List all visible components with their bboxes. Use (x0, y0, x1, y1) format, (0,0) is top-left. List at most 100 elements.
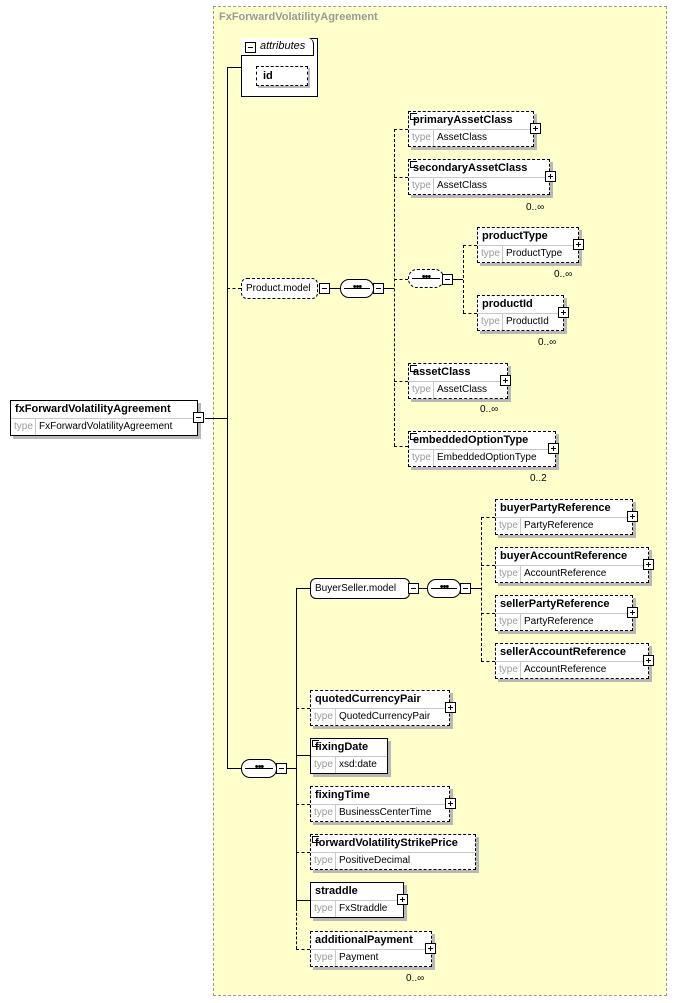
cardinality-label: 0..∞ (480, 404, 499, 415)
connector (481, 613, 495, 614)
cardinality-label: 0..∞ (538, 337, 557, 348)
expand-icon[interactable] (643, 559, 654, 570)
collapse-icon[interactable] (460, 583, 471, 594)
type-label: type (409, 382, 434, 398)
element-name: sellerPartyReference (500, 598, 610, 610)
expand-icon[interactable] (545, 171, 556, 182)
expand-icon[interactable] (558, 307, 569, 318)
element-name: fxForwardVolatilityAgreement (15, 403, 171, 415)
connector (394, 446, 408, 447)
connector (394, 177, 408, 178)
connector (394, 279, 408, 280)
connector (296, 804, 310, 805)
optional-marker-icon (312, 836, 319, 843)
collapse-icon[interactable] (408, 583, 419, 594)
cardinality-label: 0..2 (530, 473, 547, 484)
element-name: forwardVolatilityStrikePrice (315, 837, 458, 849)
element-type: BusinessCenterTime (339, 807, 432, 818)
expand-icon[interactable] (500, 375, 511, 386)
cardinality-label: 0..∞ (554, 269, 573, 280)
connector (227, 288, 241, 289)
attributes-header[interactable]: attributes (241, 38, 314, 56)
collapse-icon[interactable] (442, 274, 453, 285)
collapse-icon[interactable] (373, 283, 384, 294)
optional-sequence-icon (408, 268, 444, 288)
element-name: buyerPartyReference (500, 502, 611, 514)
expand-icon[interactable] (445, 798, 456, 809)
element-type: AccountReference (524, 664, 607, 675)
collapse-icon[interactable] (245, 42, 256, 53)
connector (463, 245, 477, 246)
collapse-icon[interactable] (319, 283, 330, 294)
expand-icon[interactable] (627, 511, 638, 522)
connector (296, 755, 310, 756)
cardinality-label: 0..∞ (526, 202, 545, 213)
type-label: type (311, 805, 336, 821)
element-name: additionalPayment (315, 934, 413, 946)
type-label: type (409, 130, 434, 146)
expand-icon[interactable] (445, 702, 456, 713)
expand-icon[interactable] (425, 943, 436, 954)
element-type: PositiveDecimal (339, 855, 411, 866)
connector (296, 588, 310, 589)
type-label: type (478, 246, 503, 262)
element-name: assetClass (413, 366, 471, 378)
expand-icon[interactable] (397, 894, 408, 905)
sequence-icon (241, 758, 277, 778)
attributes-label: attributes (260, 40, 306, 52)
collapse-icon[interactable] (276, 763, 287, 774)
type-label: type (311, 757, 336, 773)
element-type: AssetClass (437, 180, 488, 191)
element-name: productId (482, 298, 533, 310)
element-type: EmbeddedOptionType (437, 452, 537, 463)
element-name: quotedCurrencyPair (315, 693, 421, 705)
optional-marker-icon (410, 161, 417, 168)
expand-icon[interactable] (643, 655, 654, 666)
connector (394, 129, 408, 130)
element-name: secondaryAssetClass (413, 162, 528, 174)
group-product-model[interactable]: Product.model (241, 278, 318, 299)
connector (296, 588, 297, 908)
element-type: AssetClass (437, 384, 488, 395)
connector (205, 418, 227, 419)
connector (481, 565, 495, 566)
expand-icon[interactable] (548, 443, 559, 454)
documentation-marker-icon (312, 740, 319, 747)
group-buyer-seller-model[interactable]: BuyerSeller.model (310, 578, 410, 599)
attribute-id[interactable]: id (256, 66, 308, 86)
expand-icon[interactable] (627, 607, 638, 618)
expand-icon[interactable] (573, 239, 584, 250)
optional-marker-icon (410, 113, 417, 120)
expand-icon[interactable] (530, 123, 541, 134)
collapse-icon[interactable] (193, 412, 204, 423)
element-type: ProductId (506, 316, 549, 327)
connector (394, 381, 408, 382)
type-label: type (409, 178, 434, 194)
